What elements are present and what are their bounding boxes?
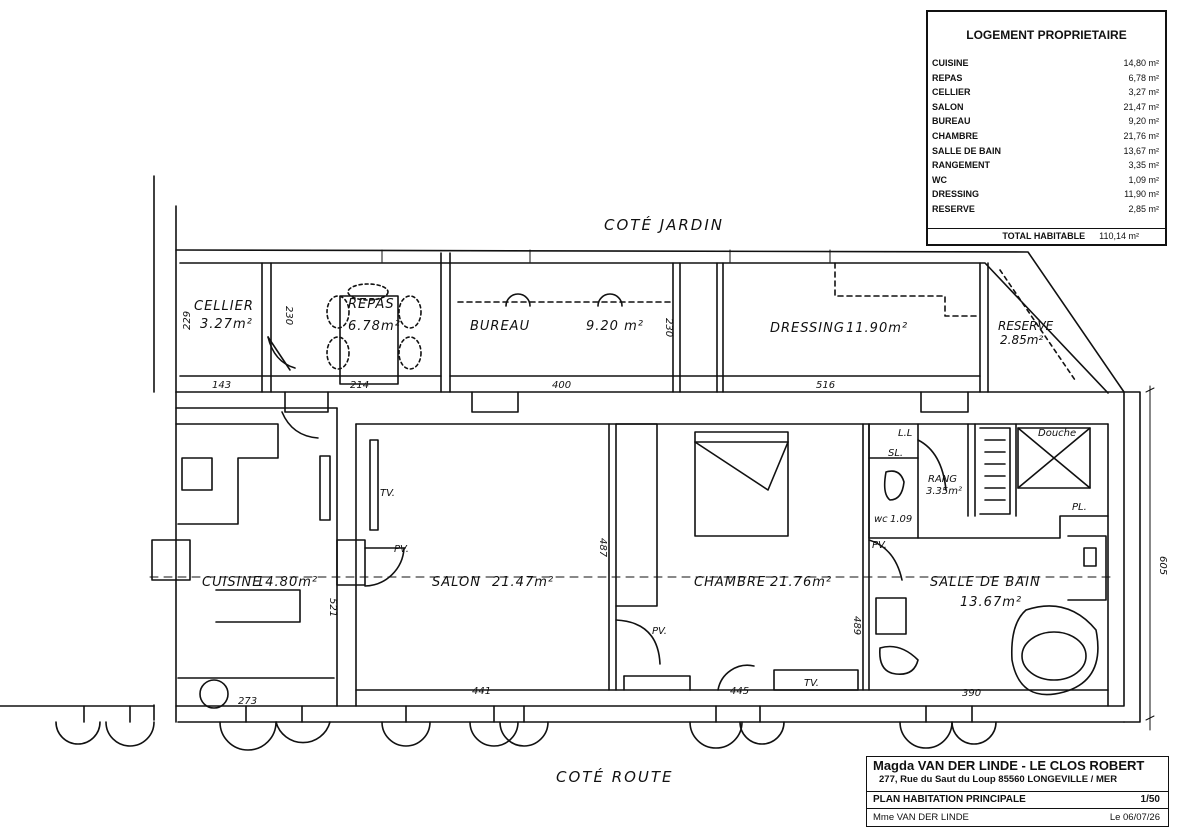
- dim-salon-height: 487: [597, 538, 608, 558]
- area-row: REPAS 6,78 m²: [932, 71, 1159, 86]
- dim-chambre-width: 445: [730, 686, 749, 697]
- sl-label: SL.: [888, 448, 903, 459]
- road-side-label: COTÉ ROUTE: [556, 767, 674, 786]
- area-row: CUISINE 14,80 m²: [932, 56, 1159, 71]
- room-area-cuisine: 14.80m²: [256, 575, 318, 590]
- area-row-value: 3,35 m²: [1128, 160, 1159, 171]
- room-name-wc: wc: [874, 514, 888, 525]
- area-row-label: CHAMBRE: [932, 130, 978, 141]
- plan-name: PLAN HABITATION PRINCIPALE: [873, 794, 1026, 805]
- ll-label: L.L: [898, 428, 912, 439]
- area-row-label: DRESSING: [932, 189, 980, 200]
- area-row: RESERVE 2,85 m²: [932, 202, 1159, 217]
- dim-salon-width: 441: [472, 686, 491, 697]
- area-row-label: CELLIER: [932, 87, 971, 98]
- area-row-label: RANGEMENT: [932, 160, 990, 171]
- tv-label-salon: TV.: [380, 488, 395, 499]
- total-label: TOTAL HABITABLE: [1002, 231, 1086, 241]
- area-row-value: 11,90 m²: [1124, 189, 1159, 200]
- area-row-value: 14,80 m²: [1123, 58, 1159, 68]
- client-row: Mme VAN DER LINDE Le 06/07/26: [867, 808, 1168, 826]
- room-area-bureau: 9.20 m²: [586, 319, 644, 334]
- room-area-repas: 6.78m²: [348, 319, 401, 334]
- area-row-label: SALLE DE BAIN: [932, 145, 1002, 156]
- dim-chambre-height: 489: [851, 616, 862, 635]
- dim-cuisine-width: 273: [238, 696, 257, 707]
- tv-label-chambre: TV.: [804, 678, 819, 689]
- room-name-cuisine: CUISINE: [202, 575, 261, 590]
- room-area-dressing: 11.90m²: [846, 321, 908, 336]
- pv-label-salon: PV.: [394, 544, 409, 555]
- main-house-outline: [175, 391, 1125, 707]
- room-area-rangement: 3.35m²: [926, 486, 962, 497]
- dim-bureau-height: 230: [663, 318, 674, 337]
- owner-name: Magda VAN DER LINDE - LE CLOS ROBERT: [873, 758, 1145, 773]
- area-row: SALON 21,47 m²: [932, 100, 1159, 115]
- pv-label-sdb: PV.: [872, 540, 887, 551]
- room-area-salle-de-bain: 13.67m²: [960, 595, 1022, 610]
- room-area-wc: 1.09: [890, 514, 912, 525]
- room-name-bureau: BUREAU: [470, 319, 530, 334]
- area-row-label: BUREAU: [932, 116, 971, 127]
- area-row: SALLE DE BAIN 13,67 m²: [932, 144, 1159, 159]
- area-row: DRESSING 11,90 m²: [932, 187, 1159, 202]
- area-row: RANGEMENT 3,35 m²: [932, 158, 1159, 173]
- area-row-label: CUISINE: [932, 58, 969, 68]
- room-name-salle-de-bain: SALLE DE BAIN: [930, 575, 1041, 590]
- garden-side-label: COTÉ JARDIN: [604, 215, 724, 234]
- title-block: Magda VAN DER LINDE - LE CLOS ROBERT 277…: [866, 756, 1169, 827]
- dim-cuisine-height: 521: [327, 598, 338, 617]
- douche-label: Douche: [1038, 428, 1076, 439]
- room-name-salon: SALON: [432, 575, 481, 590]
- room-name-reserve: RESERVE: [998, 319, 1054, 333]
- room-area-reserve: 2.85m²: [1000, 333, 1043, 347]
- area-row-label: WC: [932, 174, 947, 185]
- dim-repas-width: 214: [350, 380, 369, 391]
- room-name-rangement: RANG: [928, 474, 957, 485]
- plan-date: Le 06/07/26: [1109, 812, 1160, 823]
- dim-bureau-width: 400: [552, 380, 571, 391]
- area-row-value: 3,27 m²: [1128, 87, 1159, 98]
- room-area-cellier: 3.27m²: [200, 317, 253, 332]
- client-name: Mme VAN DER LINDE: [873, 812, 969, 823]
- area-row-value: 2,85 m²: [1128, 203, 1159, 214]
- plan-name-row: PLAN HABITATION PRINCIPALE 1/50: [867, 791, 1168, 808]
- area-row-value: 13,67 m²: [1123, 145, 1159, 156]
- garden-wing-outline: [175, 249, 1125, 393]
- room-area-salon: 21.47m²: [492, 575, 554, 590]
- area-row: BUREAU 9,20 m²: [932, 114, 1159, 129]
- owner-address: 277, Rue du Saut du Loup 85560 LONGEVILL…: [879, 774, 1118, 785]
- area-table: LOGEMENT PROPRIETAIRE CUISINE 14,80 m² REP…: [926, 10, 1167, 246]
- total-value: 110,14 m²: [1099, 231, 1139, 241]
- plan-scale: 1/50: [1140, 794, 1160, 805]
- area-row: CELLIER 3,27 m²: [932, 85, 1159, 100]
- dim-overall-height: 605: [1157, 556, 1168, 575]
- room-name-cellier: CELLIER: [194, 299, 254, 314]
- area-row: WC 1,09 m²: [932, 173, 1159, 188]
- dim-repas-height: 230: [283, 306, 294, 325]
- pl-label: PL.: [1072, 502, 1087, 513]
- room-name-chambre: CHAMBRE: [694, 575, 766, 590]
- area-table-total: TOTAL HABITABLE 110,14 m²: [928, 228, 1165, 244]
- room-area-chambre: 21.76m²: [770, 575, 832, 590]
- area-row-value: 1,09 m²: [1128, 174, 1159, 185]
- room-name-dressing: DRESSING: [770, 321, 845, 336]
- area-table-rows: CUISINE 14,80 m² REPAS 6,78 m² CELLIER 3,27 m…: [928, 56, 1165, 217]
- area-row-value: 9,20 m²: [1128, 116, 1159, 127]
- dim-cellier-width: 143: [212, 380, 231, 391]
- area-row-value: 21,47 m²: [1123, 101, 1159, 112]
- area-row-label: SALON: [932, 101, 964, 112]
- dim-sdb-width: 390: [962, 688, 981, 699]
- area-row: CHAMBRE 21,76 m²: [932, 129, 1159, 144]
- area-row-value: 6,78 m²: [1128, 72, 1159, 83]
- pv-label-chambre: PV.: [652, 626, 667, 637]
- area-row-label: REPAS: [932, 72, 963, 83]
- dim-dressing-width: 516: [816, 380, 835, 391]
- dim-cellier-height: 229: [182, 311, 193, 330]
- area-row-label: RESERVE: [932, 203, 975, 214]
- area-row-value: 21,76 m²: [1123, 130, 1159, 141]
- area-table-title: LOGEMENT PROPRIETAIRE: [966, 28, 1127, 42]
- room-name-repas: REPAS: [348, 297, 395, 312]
